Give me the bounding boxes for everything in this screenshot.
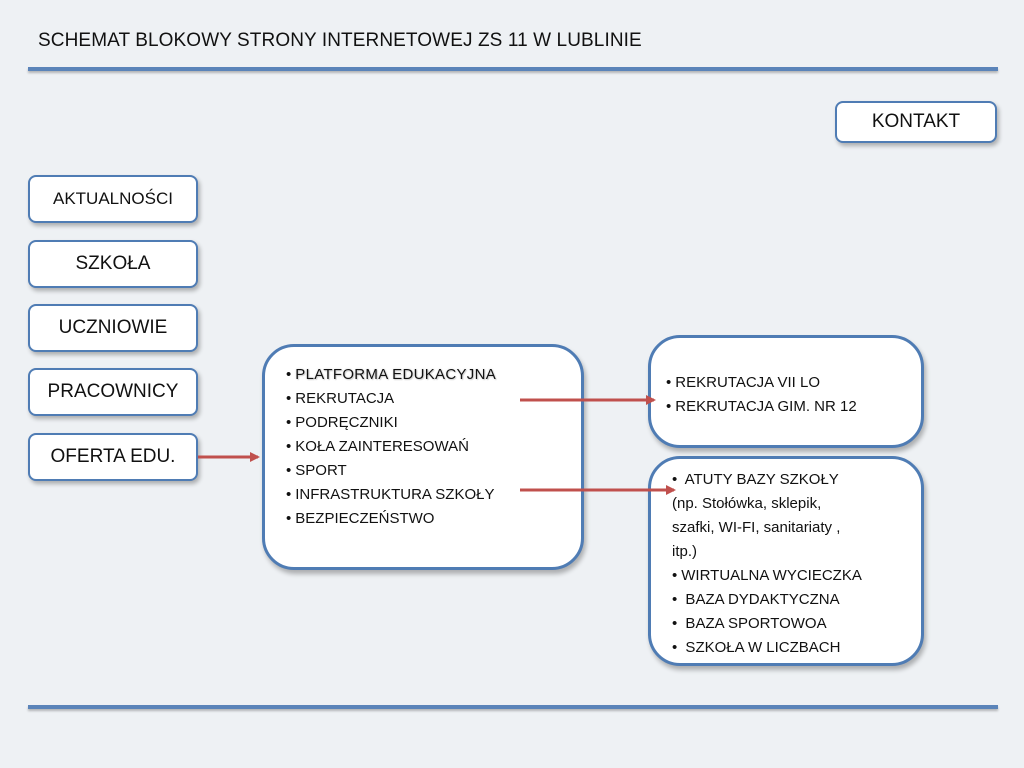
bullet-icon: • (286, 414, 292, 431)
submenu-item-rekrutacja[interactable]: •REKRUTACJA (286, 387, 581, 411)
submenu-item-kola[interactable]: •KOŁA ZAINTERESOWAŃ (286, 435, 581, 459)
infrastructure-item-wycieczka[interactable]: •WIRTUALNA WYCIECZKA (672, 564, 921, 588)
bullet-icon: • (286, 438, 292, 455)
kontakt-button[interactable]: KONTAKT (835, 101, 997, 143)
infrastructure-item-atuty[interactable]: • ATUTY BAZY SZKOŁY (672, 468, 921, 492)
submenu-item-infrastruktura[interactable]: •INFRASTRUKTURA SZKOŁY (286, 483, 581, 507)
recruitment-panel: •REKRUTACJA VII LO •REKRUTACJA GIM. NR 1… (648, 335, 924, 448)
infrastructure-item-detail: szafki, WI-FI, sanitariaty , (672, 519, 841, 536)
bullet-icon: • (286, 462, 292, 479)
submenu-item-label: BEZPIECZEŃSTWO (295, 510, 435, 527)
submenu-item-label: PLATFORMA EDUKACYJNA (295, 366, 497, 383)
submenu-item-platforma[interactable]: •PLATFORMA EDUKACYJNA (286, 363, 581, 387)
submenu-item-sport[interactable]: •SPORT (286, 459, 581, 483)
submenu-item-label: KOŁA ZAINTERESOWAŃ (295, 438, 469, 455)
nav-item-oferta-edu[interactable]: OFERTA EDU. (28, 433, 198, 481)
nav-item-szkola[interactable]: SZKOŁA (28, 240, 198, 288)
infrastructure-item-label: ATUTY BAZY SZKOŁY (681, 471, 839, 488)
submenu-item-bezpieczenstwo[interactable]: •BEZPIECZEŃSTWO (286, 507, 581, 531)
recruitment-item-gim-12[interactable]: •REKRUTACJA GIM. NR 12 (666, 395, 921, 419)
bullet-icon: • (672, 591, 678, 608)
bullet-icon: • (286, 366, 292, 383)
bullet-icon: • (672, 615, 678, 632)
infrastructure-list: • ATUTY BAZY SZKOŁY (np. Stołówka, sklep… (672, 468, 921, 660)
bullet-icon: • (672, 567, 678, 584)
infrastructure-item-label: BAZA SPORTOWOA (681, 615, 827, 632)
header-divider (28, 67, 998, 71)
infrastructure-item-liczby[interactable]: • SZKOŁA W LICZBACH (672, 636, 921, 660)
infrastructure-item-label: BAZA DYDAKTYCZNA (681, 591, 840, 608)
infrastructure-item-dydaktyczna[interactable]: • BAZA DYDAKTYCZNA (672, 588, 921, 612)
recruitment-item-label: REKRUTACJA VII LO (675, 374, 821, 391)
infrastructure-item-label: WIRTUALNA WYCIECZKA (681, 567, 862, 584)
bullet-icon: • (286, 510, 292, 527)
submenu-item-label: PODRĘCZNIKI (295, 414, 398, 431)
offer-submenu-list: •PLATFORMA EDUKACYJNA •REKRUTACJA •PODRĘ… (286, 363, 581, 531)
submenu-item-podreczniki[interactable]: •PODRĘCZNIKI (286, 411, 581, 435)
infrastructure-item-detail: itp.) (672, 543, 698, 560)
nav-item-aktualnosci[interactable]: AKTUALNOŚCI (28, 175, 198, 223)
footer-divider (28, 705, 998, 709)
nav-item-uczniowie[interactable]: UCZNIOWIE (28, 304, 198, 352)
bullet-icon: • (672, 639, 678, 656)
bullet-icon: • (286, 486, 292, 503)
submenu-item-label: INFRASTRUKTURA SZKOŁY (295, 486, 495, 503)
recruitment-list: •REKRUTACJA VII LO •REKRUTACJA GIM. NR 1… (666, 371, 921, 419)
bullet-icon: • (666, 398, 672, 415)
nav-item-pracownicy[interactable]: PRACOWNICY (28, 368, 198, 416)
submenu-item-label: SPORT (295, 462, 347, 479)
offer-submenu-panel: •PLATFORMA EDUKACYJNA •REKRUTACJA •PODRĘ… (262, 344, 584, 570)
bullet-icon: • (286, 390, 292, 407)
bullet-icon: • (672, 471, 678, 488)
infrastructure-item-label: SZKOŁA W LICZBACH (681, 639, 841, 656)
page-title: SCHEMAT BLOKOWY STRONY INTERNETOWEJ ZS 1… (38, 30, 642, 51)
recruitment-item-label: REKRUTACJA GIM. NR 12 (675, 398, 857, 415)
submenu-item-label: REKRUTACJA (295, 390, 395, 407)
bullet-icon: • (666, 374, 672, 391)
infrastructure-item-detail: (np. Stołówka, sklepik, (672, 495, 822, 512)
infrastructure-item-sportowa[interactable]: • BAZA SPORTOWOA (672, 612, 921, 636)
recruitment-item-vii-lo[interactable]: •REKRUTACJA VII LO (666, 371, 921, 395)
infrastructure-panel: • ATUTY BAZY SZKOŁY (np. Stołówka, sklep… (648, 456, 924, 666)
